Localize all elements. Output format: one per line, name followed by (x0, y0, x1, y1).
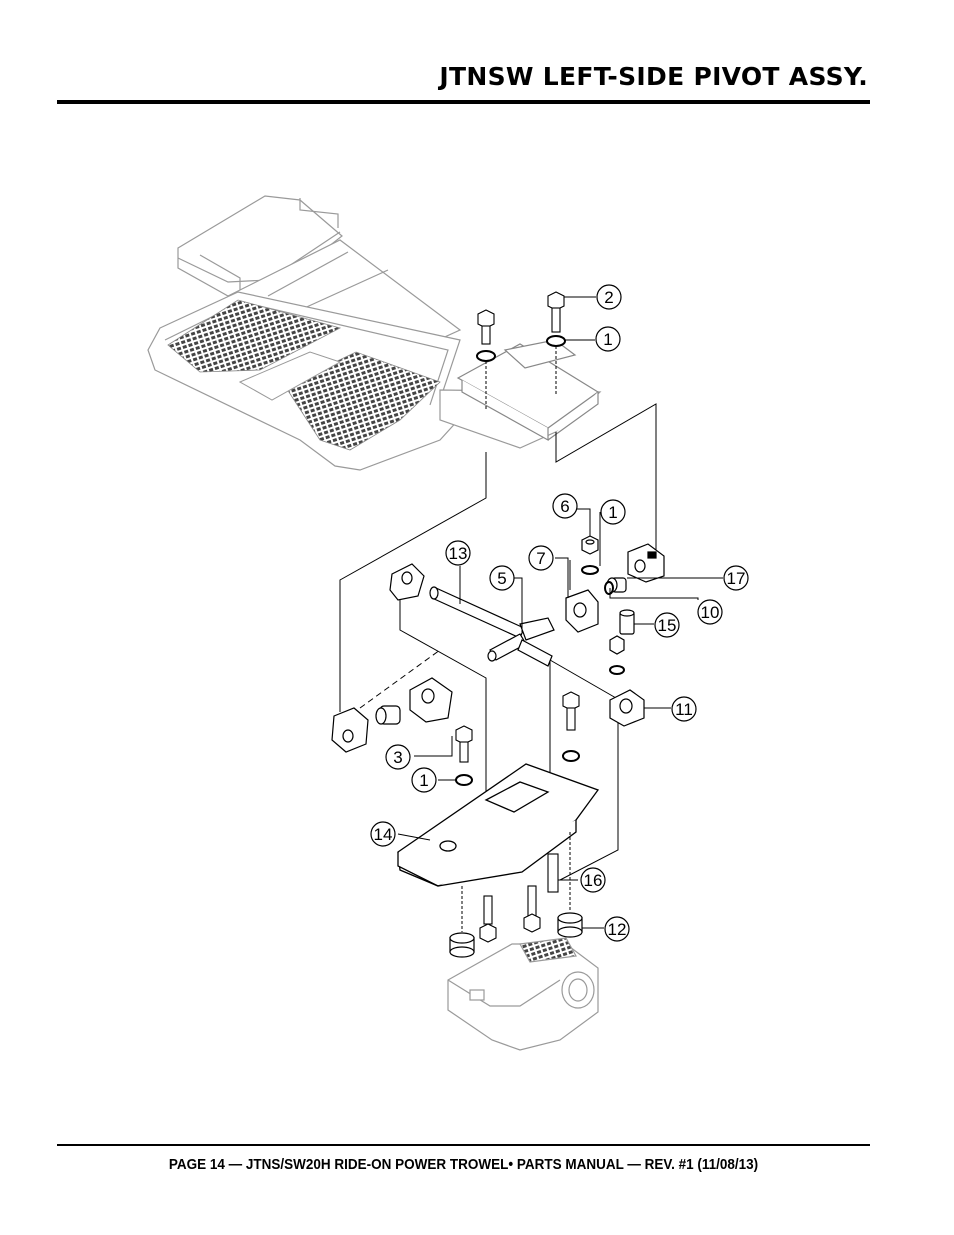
svg-text:16: 16 (584, 871, 603, 890)
callout-16: 16 (580, 867, 606, 893)
floor-cutout (238, 351, 342, 401)
washer-lower-left (455, 774, 473, 786)
washer-lower-right (562, 750, 580, 762)
callout-10: 10 (697, 599, 723, 625)
svg-text:6: 6 (560, 497, 569, 516)
bolt-lower-right (562, 691, 580, 731)
assembly-lines (339, 403, 657, 881)
svg-text:1: 1 (608, 503, 617, 522)
floor-grating-right (284, 351, 441, 451)
bolt-lower-left (455, 725, 473, 763)
callout-12: 12 (604, 916, 630, 942)
svg-text:13: 13 (449, 544, 468, 563)
small-nut (609, 635, 625, 655)
callout-17: 17 (723, 565, 749, 591)
page-footer: PAGE 14 — JTNS/SW20H RIDE-ON POWER TROWE… (168, 1156, 759, 1173)
svg-text:1: 1 (603, 330, 612, 349)
gearbox-housing (447, 937, 599, 1051)
spacer (619, 609, 635, 635)
nut-washer (581, 565, 599, 575)
svg-text:1: 1 (419, 771, 428, 790)
callout-6: 6 (552, 493, 578, 519)
callout-14: 14 (370, 821, 396, 847)
footer-rule (57, 1144, 870, 1146)
bolt-upper-left (477, 309, 495, 345)
svg-text:17: 17 (727, 569, 746, 588)
mounting-plate (397, 763, 600, 887)
washer-upper-right (546, 335, 566, 347)
pivot-clamp-left (389, 563, 425, 601)
callout-13: 13 (445, 540, 471, 566)
pivot-washer (604, 581, 614, 595)
svg-text:10: 10 (701, 603, 720, 622)
pivot-clamp-lower-right (609, 689, 645, 727)
svg-text:14: 14 (374, 825, 393, 844)
stud-bolts (479, 853, 559, 943)
platform-pivot-bracket (456, 339, 600, 442)
svg-text:7: 7 (536, 549, 545, 568)
pivot-clamp-upper (627, 543, 665, 583)
callout-3: 3 (385, 744, 411, 770)
pivot-shaft (429, 586, 555, 667)
hex-nut (581, 535, 599, 555)
bolt-upper-right (547, 291, 565, 333)
callout-11: 11 (671, 696, 697, 722)
callout-5: 5 (489, 565, 515, 591)
callout-1-middle: 1 (600, 499, 626, 525)
callout-1-upper: 1 (595, 326, 621, 352)
callout-2: 2 (596, 284, 622, 310)
pivot-clamp-middle (565, 589, 599, 633)
pivot-clamp-lower-left (331, 677, 453, 753)
small-washer (609, 665, 625, 675)
svg-text:2: 2 (604, 288, 613, 307)
svg-text:3: 3 (393, 748, 402, 767)
callout-lines (397, 296, 723, 929)
svg-text:12: 12 (608, 920, 627, 939)
pivot-bushing-lower (375, 705, 401, 725)
svg-text:5: 5 (497, 569, 506, 588)
callout-15: 15 (654, 612, 680, 638)
callout-1-lower: 1 (411, 767, 437, 793)
header-rule (57, 100, 870, 104)
floor-grating-left (167, 299, 342, 373)
svg-text:11: 11 (675, 700, 693, 719)
svg-text:15: 15 (658, 616, 677, 635)
washer-upper-left (476, 350, 496, 362)
callout-7: 7 (528, 545, 554, 571)
spacers (449, 912, 583, 958)
page-title: JTNSW LEFT-SIDE PIVOT ASSY. (439, 62, 868, 91)
